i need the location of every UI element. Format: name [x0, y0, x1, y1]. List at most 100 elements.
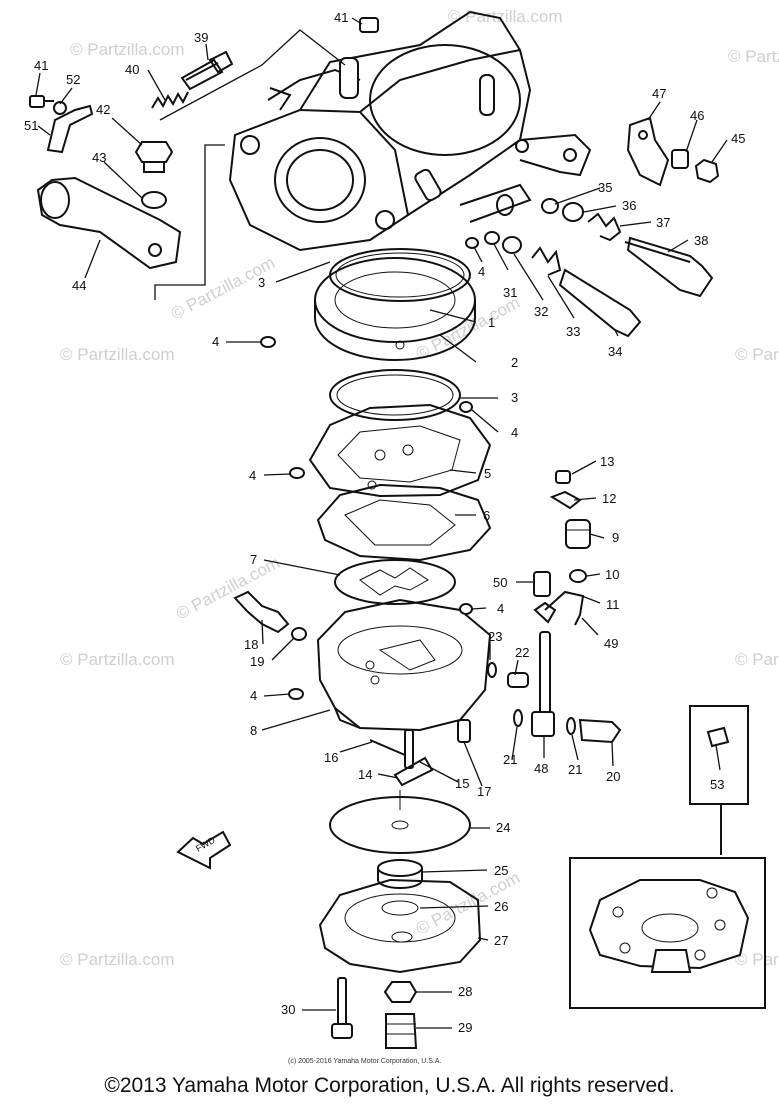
screw-part-39 — [180, 50, 234, 91]
washer-part-4 — [289, 467, 305, 479]
copyright-footer: ©2013 Yamaha Motor Corporation, U.S.A. A… — [104, 1074, 675, 1097]
spring-part-23 — [533, 601, 557, 624]
fitting-part-9 — [565, 519, 591, 549]
callout-29: 29 — [458, 1020, 472, 1035]
screw-part-34 — [558, 268, 642, 338]
callout-23: 23 — [488, 629, 502, 644]
callout-48: 48 — [534, 761, 548, 776]
washer-part-19 — [291, 627, 307, 641]
washer-part-23 — [487, 662, 497, 678]
spring-part-11-49 — [544, 590, 585, 626]
small-copyright: (c) 2005-2016 Yamaha Motor Corporation, … — [288, 1058, 442, 1065]
watermark: © Partzilla.com — [60, 950, 175, 969]
plate-part-2 — [314, 300, 476, 361]
plug-part-50 — [533, 571, 551, 597]
callout-49: 49 — [604, 636, 618, 651]
screw-part-38 — [624, 236, 714, 298]
callout-3: 3 — [258, 275, 265, 290]
callout-13: 13 — [600, 454, 614, 469]
disc-part-26 — [381, 900, 419, 916]
watermark: © Partzilla.com — [60, 650, 175, 669]
gasket-part-6 — [316, 483, 492, 562]
callout-33: 33 — [566, 324, 580, 339]
lever-part-44 — [36, 176, 182, 270]
callout-19: 19 — [250, 654, 264, 669]
plug-part-53 — [706, 726, 730, 748]
washer-part-4 — [465, 237, 479, 249]
callout-2: 2 — [511, 355, 518, 370]
oring-part-3-lower — [329, 369, 461, 421]
callout-53: 53 — [710, 777, 724, 792]
callout-labels: 1 2 3 3 4 4 4 4 4 4 5 6 7 8 9 10 11 12 1… — [24, 10, 745, 1035]
callout-46: 46 — [690, 108, 704, 123]
stud-part-29 — [385, 1013, 418, 1049]
fitting-part-18 — [233, 590, 290, 634]
bolt-part-30 — [331, 977, 353, 1039]
oring-part-3-inner — [335, 252, 465, 298]
inset-box-53 — [689, 705, 749, 805]
callout-11: 11 — [606, 597, 620, 612]
spring-part-37 — [587, 212, 622, 242]
callout-7: 7 — [250, 552, 257, 567]
oring-part-35 — [541, 198, 559, 214]
screw-part-17 — [457, 719, 471, 743]
watermark: © Partzilla.com — [448, 7, 563, 26]
washer-part-32 — [502, 236, 522, 254]
gasket-part-43 — [141, 191, 167, 209]
lever-part-48 — [531, 631, 555, 737]
callout-41: 41 — [34, 58, 48, 73]
callout-16: 16 — [324, 750, 338, 765]
callout-18: 18 — [244, 637, 258, 652]
screw-part-13 — [555, 470, 571, 484]
carburetor-body — [228, 10, 592, 252]
callout-36: 36 — [622, 198, 636, 213]
group-bracket — [154, 144, 225, 300]
bolt-part-41-top — [359, 17, 379, 33]
callout-26: 26 — [494, 899, 508, 914]
clip-part-51 — [46, 104, 94, 154]
callout-45: 45 — [731, 131, 745, 146]
callout-28: 28 — [458, 984, 472, 999]
callout-3: 3 — [511, 390, 518, 405]
callout-30: 30 — [281, 1002, 295, 1017]
callout-40: 40 — [125, 62, 139, 77]
oring-part-10 — [569, 569, 587, 583]
callout-1: 1 — [488, 315, 495, 330]
callout-43: 43 — [92, 150, 106, 165]
washer-part-4 — [459, 603, 473, 615]
callout-41: 41 — [334, 10, 348, 25]
diaphragm-part-24 — [329, 790, 471, 854]
inset-box-detail — [569, 857, 766, 1009]
watermark: © Partzilla.com — [60, 345, 175, 364]
watermark: © Partzilla.com — [735, 950, 779, 969]
spring-part-40 — [151, 91, 189, 109]
callout-32: 32 — [534, 304, 548, 319]
callout-22: 22 — [515, 645, 529, 660]
cover-part-27 — [318, 878, 482, 974]
callout-35: 35 — [598, 180, 612, 195]
watermark: © Partzilla.com — [735, 345, 779, 364]
cover-detail — [588, 879, 750, 973]
callout-31: 31 — [503, 285, 517, 300]
watermark: © Partzilla.com — [728, 47, 779, 66]
lever-part-14 — [393, 756, 434, 787]
callout-5: 5 — [484, 466, 491, 481]
nut-part-28 — [383, 981, 418, 1003]
washer-part-36 — [562, 202, 584, 222]
pin-part-15 — [404, 729, 414, 769]
washer-part-4 — [260, 336, 276, 348]
callout-37: 37 — [656, 215, 670, 230]
callout-4: 4 — [511, 425, 518, 440]
callout-12: 12 — [602, 491, 616, 506]
callout-4: 4 — [212, 334, 219, 349]
leader-lines — [35, 17, 728, 1029]
callout-27: 27 — [494, 933, 508, 948]
callout-4: 4 — [497, 601, 504, 616]
callout-44: 44 — [72, 278, 86, 293]
spring-part-25 — [377, 859, 423, 889]
washer-part-46 — [671, 149, 689, 169]
callout-15: 15 — [455, 776, 469, 791]
fitting-part-22 — [507, 672, 529, 688]
group-bracket — [159, 29, 346, 121]
